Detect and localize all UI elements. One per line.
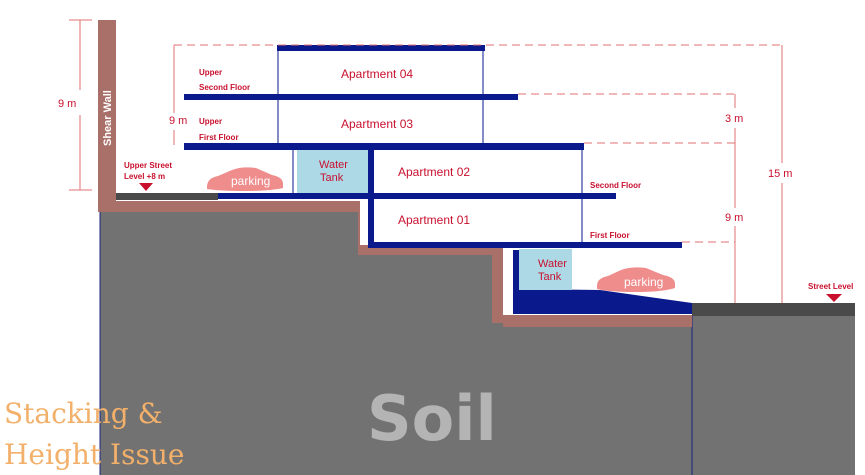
apartment-01-label: Apartment 01	[398, 213, 470, 227]
upper-second-floor-slab	[184, 94, 518, 100]
water-tank-upper-label-2: Tank	[320, 172, 344, 184]
upper-street-marker-icon	[139, 183, 153, 191]
upper-first-label-1: Upper	[199, 117, 222, 126]
upper-first-label-2: First Floor	[199, 133, 239, 142]
core-column	[368, 150, 374, 248]
upper-street-label-1: Upper Street	[124, 161, 172, 170]
soil-label: Soil	[367, 382, 497, 455]
apartment-04-label: Apartment 04	[341, 67, 413, 81]
upper-street-road	[116, 193, 218, 200]
water-tank-lower-label-2: Tank	[538, 271, 562, 283]
upper-second-label-1: Upper	[199, 68, 222, 77]
caption-line-1: Stacking &	[4, 397, 163, 430]
dim-right-15m: 15 m	[768, 168, 792, 180]
second-floor-slab	[218, 193, 616, 199]
shear-wall	[98, 20, 116, 212]
dimension-lines	[174, 44, 782, 243]
dim-right-9m: 9 m	[725, 212, 743, 224]
street-level-marker-icon	[826, 294, 842, 302]
roof-slab	[277, 45, 485, 51]
dim-left-9m: 9 m	[58, 98, 76, 110]
caption-line-2: Height Issue	[4, 438, 184, 471]
apartment-02-label: Apartment 02	[398, 165, 470, 179]
dim-right-3m: 3 m	[725, 113, 743, 125]
first-floor-slab	[370, 242, 682, 248]
shear-wall-label: Shear Wall	[102, 90, 114, 146]
second-floor-label: Second Floor	[590, 181, 641, 190]
street-level-label: Street Level	[808, 282, 853, 291]
upper-first-floor-slab	[184, 143, 584, 150]
water-tank-lower	[519, 249, 572, 290]
upper-second-label-2: Second Floor	[199, 83, 250, 92]
dim-mid-9m: 9 m	[169, 115, 187, 127]
parking-upper-label: parking	[231, 174, 270, 188]
upper-street-label-2: Level +8 m	[124, 172, 165, 181]
soil-mass	[100, 210, 855, 475]
street-level-road	[692, 303, 855, 316]
water-tank-lower-label-1: Water	[538, 258, 567, 270]
dimension-ticks	[69, 19, 783, 303]
first-floor-label: First Floor	[590, 231, 630, 240]
car-lower-icon	[597, 267, 675, 292]
parking-lower-label: parking	[624, 275, 663, 289]
water-tank-upper	[297, 150, 368, 193]
water-tank-upper-label-1: Water	[319, 159, 348, 171]
car-upper-icon	[207, 167, 283, 191]
apartment-03-label: Apartment 03	[341, 117, 413, 131]
